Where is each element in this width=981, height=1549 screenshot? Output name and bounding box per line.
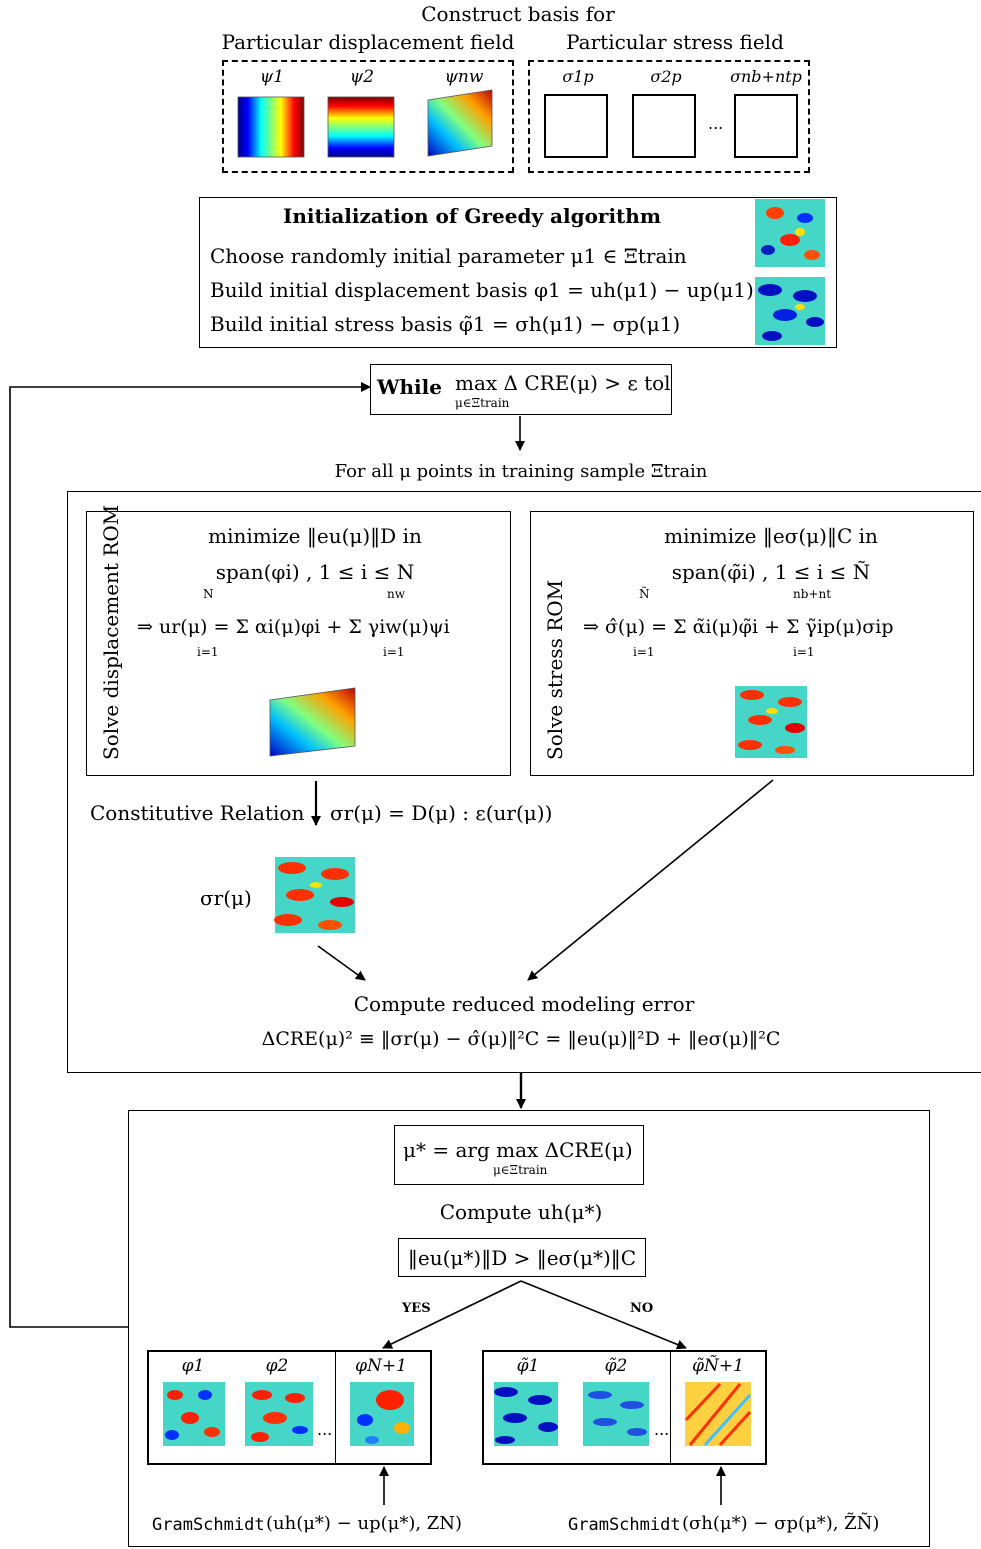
sigma2p-label: σ2p	[650, 67, 682, 86]
forall-label: For all μ points in training sample Ξtra…	[334, 461, 708, 482]
sigmanp-label: σnb+ntp	[730, 67, 802, 86]
sigma1p-label: σ1p	[562, 67, 594, 86]
stress-update-box: φ̃1 φ̃2 ... φ̃Ñ+1	[482, 1350, 767, 1465]
stress-basis-ellipsis: ...	[708, 114, 724, 133]
stress-rom-side-label: Solve stress ROM	[543, 579, 567, 760]
gs-stress-args: (σh(μ*) − σp(μ*), Z̃Ñ)	[682, 1513, 880, 1534]
disp-rom-field	[269, 687, 356, 757]
disp-field-title: Particular displacement field	[221, 30, 515, 54]
constitutive-label: Constitutive Relation	[90, 801, 305, 825]
disp-sum2-bot: i=1	[383, 645, 405, 659]
phit1-label: φ̃1	[516, 1356, 540, 1376]
sigma-r-label: σr(μ)	[200, 886, 252, 910]
psi1-field	[237, 96, 305, 158]
phiN1-label: φN+1	[355, 1356, 407, 1376]
stress-update-divider	[670, 1352, 671, 1463]
stress-sum1-bot: i=1	[633, 645, 655, 659]
argmax-eq: μ* = arg max ΔCRE(μ)	[403, 1138, 633, 1162]
stress-rom-box: Solve stress ROM minimize ‖eσ(μ)‖C in sp…	[530, 511, 974, 776]
disp-rom-side-label: Solve displacement ROM	[99, 504, 123, 760]
phit2-field	[583, 1382, 649, 1446]
sigma-r-field	[274, 857, 355, 933]
psinw-field	[427, 89, 493, 157]
while-condition: max Δ CRE(μ) > ε tol	[455, 371, 671, 395]
disp-rom-line1: minimize ‖eu(μ)‖D in	[208, 524, 422, 548]
disp-basis-group: ψ1 ψ2 ψnw	[222, 60, 514, 173]
psi1-label: ψ1	[259, 67, 285, 87]
init-line3: Build initial stress basis φ̃1 = σh(μ1) …	[210, 312, 681, 336]
psinw-label: ψnw	[444, 67, 484, 87]
arrow-no	[520, 1280, 687, 1350]
phitN1-field	[684, 1382, 752, 1447]
stress-rom-line3: ⇒ σ̂(μ) = Σ α̃i(μ)φ̃i + Σ γ̃ip(μ)σip	[583, 616, 894, 638]
sigma2p-box	[632, 94, 696, 158]
stress-rom-line2: span(φ̃i) , 1 ≤ i ≤ Ñ	[671, 560, 871, 584]
psi2-label: ψ2	[349, 67, 375, 87]
gs-disp-args: (uh(μ*) − up(μ*), ZN)	[266, 1513, 463, 1534]
while-box: While max Δ CRE(μ) > ε tol μ∈Ξtrain	[370, 364, 672, 415]
while-keyword: While	[377, 375, 442, 399]
arrow-sigma-to-error	[317, 945, 366, 981]
compare-eq: ‖eu(μ*)‖D > ‖eσ(μ*)‖C	[407, 1246, 637, 1270]
stress-sum1-top: Ñ	[639, 587, 650, 601]
compute-uh: Compute uh(μ*)	[439, 1200, 603, 1224]
error-title: Compute reduced modeling error	[353, 992, 695, 1016]
phiN1-field	[350, 1382, 414, 1446]
constitutive-eq: σr(μ) = D(μ) : ε(ur(μ))	[330, 801, 553, 825]
error-eq: ΔCRE(μ)² ≡ ‖σr(μ) − σ̂(μ)‖²C = ‖eu(μ)‖²D…	[261, 1028, 781, 1050]
init-box: Initialization of Greedy algorithm Choos…	[199, 197, 837, 348]
stress-rom-line1: minimize ‖eσ(μ)‖C in	[664, 524, 878, 548]
stress-sum2-bot: i=1	[793, 645, 815, 659]
stress-basis-group: σ1p σ2p σnb+ntp ...	[528, 60, 810, 173]
stress-rom-field	[735, 686, 807, 758]
disp-sum1-top: N	[203, 587, 214, 601]
stress-sum2-top: nb+nt	[793, 587, 832, 601]
phi2-field	[245, 1382, 313, 1446]
phi1-label: φ1	[181, 1356, 205, 1376]
disp-update-ellipsis: ...	[317, 1420, 333, 1439]
phi2-label: φ2	[265, 1356, 289, 1376]
disp-rom-line2: span(φi) , 1 ≤ i ≤ N	[215, 560, 415, 584]
phit1-field	[494, 1382, 558, 1446]
disp-rom-box: Solve displacement ROM minimize ‖eu(μ)‖D…	[86, 505, 511, 776]
disp-sum2-top: nw	[387, 587, 405, 601]
argmax-sub: μ∈Ξtrain	[493, 1163, 548, 1177]
psi2-field	[327, 96, 395, 158]
arrow-stress-to-error	[527, 779, 774, 981]
disp-rom-line3: ⇒ ur(μ) = Σ αi(μ)φi + Σ γiw(μ)ψi	[137, 616, 450, 638]
loop-back-arrow	[9, 382, 371, 1328]
init-thumb-1	[755, 199, 825, 267]
sigma1p-box	[544, 94, 608, 158]
init-thumb-2	[755, 277, 825, 345]
rom-frame	[67, 491, 981, 1073]
gs-stress-name: GramSchmidt	[568, 1515, 681, 1535]
stress-update-ellipsis: ...	[654, 1420, 670, 1439]
disp-update-box: φ1 φ2 ... φN+1	[147, 1350, 432, 1465]
select-frame	[128, 1110, 930, 1547]
yes-label: YES	[402, 1301, 431, 1316]
stress-field-title: Particular stress field	[566, 30, 784, 54]
while-sub: μ∈Ξtrain	[455, 396, 510, 410]
sigmanp-box	[734, 94, 798, 158]
construct-title: Construct basis for	[421, 2, 615, 26]
disp-sum1-bot: i=1	[197, 645, 219, 659]
argmax-box: μ* = arg max ΔCRE(μ) μ∈Ξtrain	[394, 1125, 644, 1185]
disp-update-divider	[335, 1352, 336, 1463]
compare-box: ‖eu(μ*)‖D > ‖eσ(μ*)‖C	[398, 1238, 646, 1277]
init-line1: Choose randomly initial parameter μ1 ∈ Ξ…	[210, 244, 687, 268]
phi1-field	[163, 1382, 225, 1446]
arrow-yes	[382, 1280, 522, 1349]
phitN1-label: φ̃Ñ+1	[692, 1356, 744, 1376]
init-line2: Build initial displacement basis φ1 = uh…	[210, 278, 754, 302]
phit2-label: φ̃2	[604, 1356, 628, 1376]
no-label: NO	[630, 1301, 654, 1316]
gs-disp-name: GramSchmidt	[152, 1515, 265, 1535]
init-title: Initialization of Greedy algorithm	[283, 204, 661, 228]
